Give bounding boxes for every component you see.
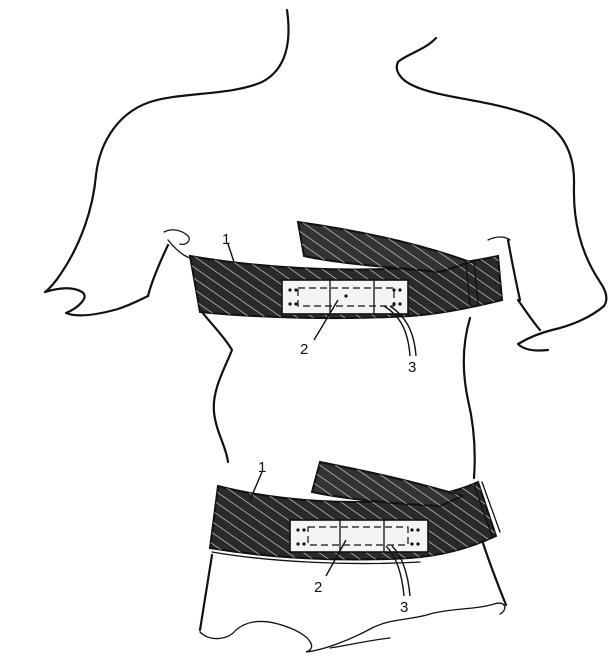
label-upper-belt: 1 — [222, 231, 230, 248]
label-lower-belt: 1 — [258, 459, 266, 476]
label-lower-leads: 3 — [400, 599, 408, 616]
label-upper-panel: 2 — [300, 341, 308, 358]
label-upper-leads: 3 — [408, 359, 416, 376]
label-lower-panel: 2 — [314, 579, 322, 596]
lower-electrode-panel — [290, 520, 428, 552]
